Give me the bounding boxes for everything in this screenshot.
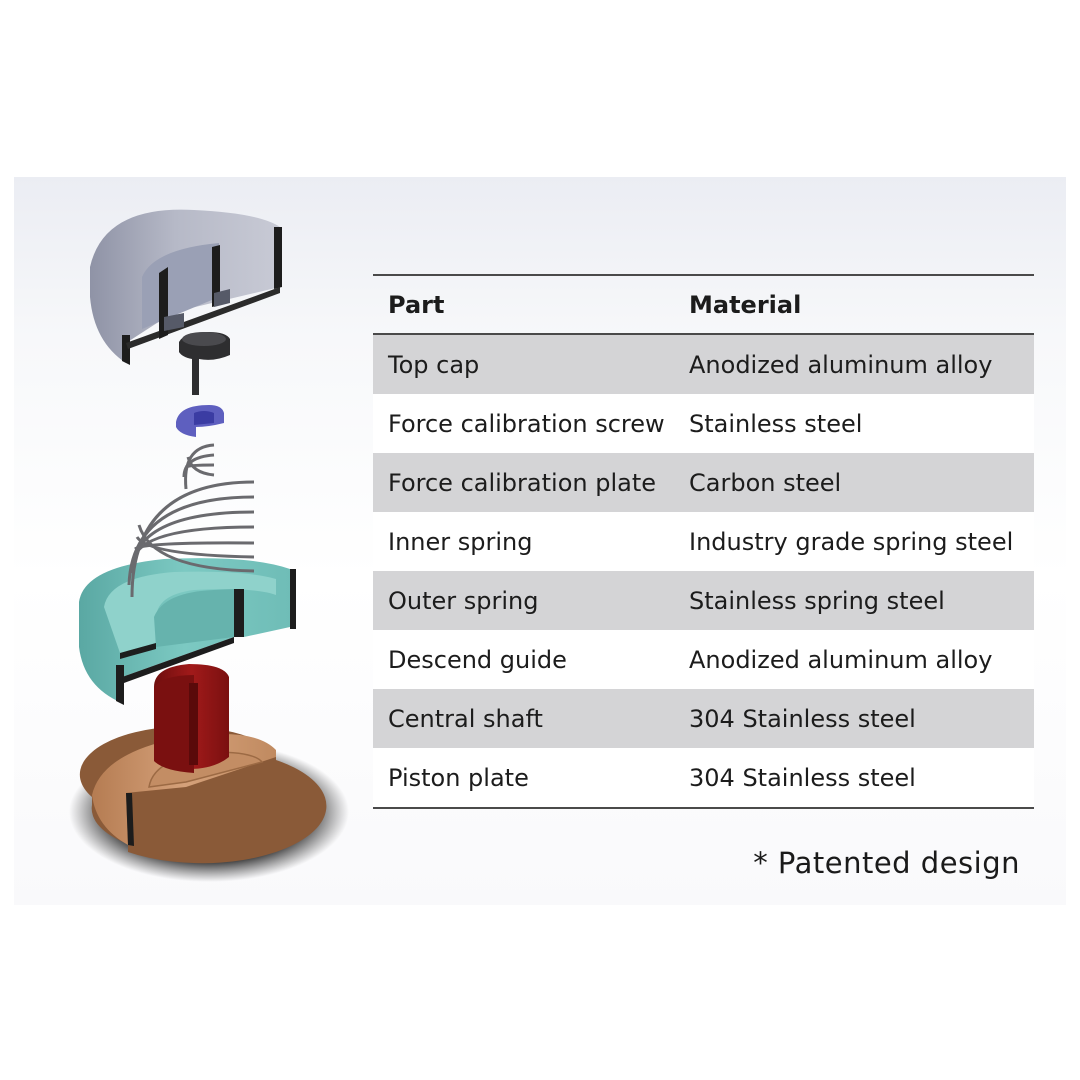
exploded-assembly-illustration xyxy=(69,209,349,882)
part-cell: Piston plate xyxy=(373,748,674,808)
material-cell: Industry grade spring steel xyxy=(674,512,1034,571)
material-cell: Stainless steel xyxy=(674,394,1034,453)
material-cell: Anodized aluminum alloy xyxy=(674,630,1034,689)
force-calibration-plate xyxy=(176,405,224,437)
material-cell: 304 Stainless steel xyxy=(674,748,1034,808)
column-header-part: Part xyxy=(373,275,674,335)
table-row: Top cap Anodized aluminum alloy xyxy=(373,334,1034,394)
table-row: Outer spring Stainless spring steel xyxy=(373,571,1034,630)
table-row: Force calibration screw Stainless steel xyxy=(373,394,1034,453)
material-cell: 304 Stainless steel xyxy=(674,689,1034,748)
part-cell: Force calibration plate xyxy=(373,453,674,512)
table-row: Inner spring Industry grade spring steel xyxy=(373,512,1034,571)
part-cell: Central shaft xyxy=(373,689,674,748)
part-cell: Descend guide xyxy=(373,630,674,689)
part-cell: Top cap xyxy=(373,334,674,394)
material-cell: Stainless spring steel xyxy=(674,571,1034,630)
part-cell: Outer spring xyxy=(373,571,674,630)
force-calibration-screw xyxy=(179,332,230,395)
table-row: Force calibration plate Carbon steel xyxy=(373,453,1034,512)
top-cap xyxy=(90,209,282,365)
patent-footnote: * Patented design xyxy=(753,846,1020,880)
parts-material-table: Part Material Top cap Anodized aluminum … xyxy=(373,274,1034,809)
springs xyxy=(127,443,255,598)
material-cell: Anodized aluminum alloy xyxy=(674,334,1034,394)
material-cell: Carbon steel xyxy=(674,453,1034,512)
central-shaft xyxy=(154,664,229,773)
part-cell: Inner spring xyxy=(373,512,674,571)
table-header-row: Part Material xyxy=(373,275,1034,335)
part-cell: Force calibration screw xyxy=(373,394,674,453)
table-row: Central shaft 304 Stainless steel xyxy=(373,689,1034,748)
table-row: Piston plate 304 Stainless steel xyxy=(373,748,1034,808)
column-header-material: Material xyxy=(674,275,1034,335)
table-row: Descend guide Anodized aluminum alloy xyxy=(373,630,1034,689)
slide: Part Material Top cap Anodized aluminum … xyxy=(14,177,1066,905)
